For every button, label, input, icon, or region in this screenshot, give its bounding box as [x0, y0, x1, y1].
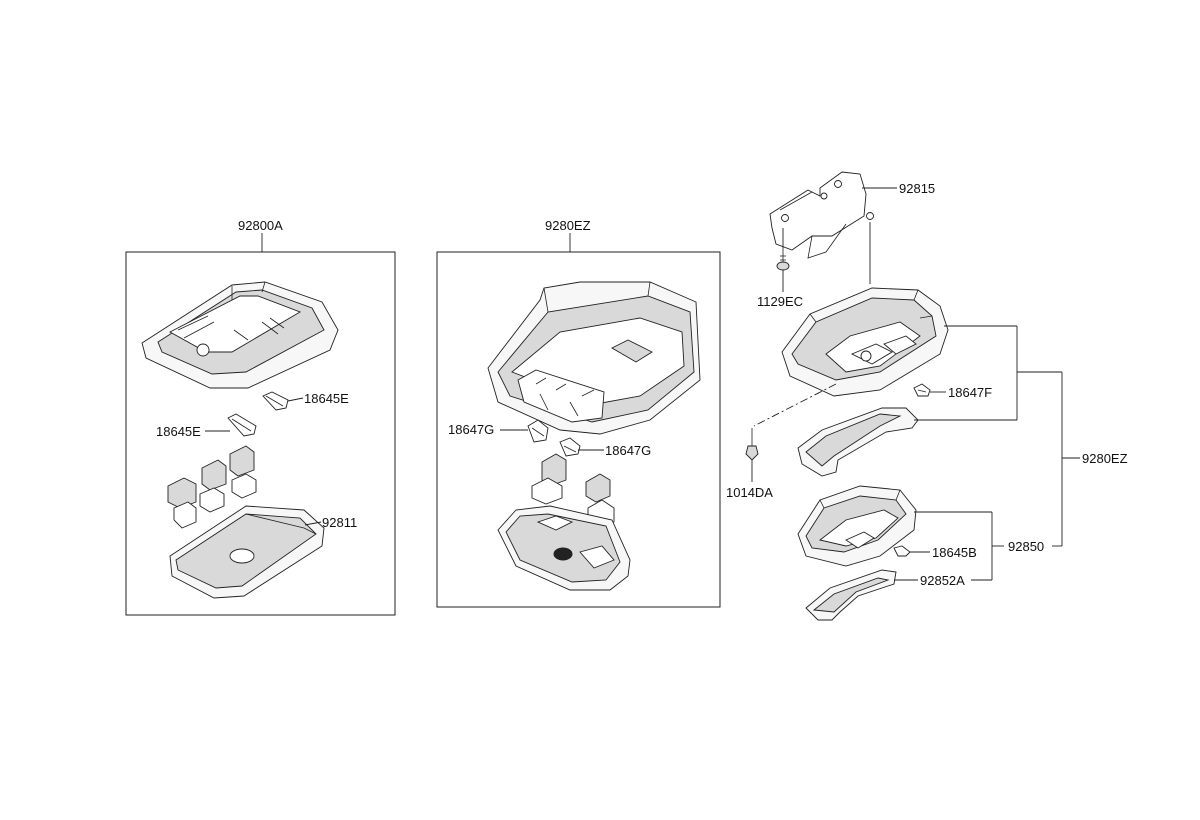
- clip-set: [167, 445, 257, 529]
- upper-console-housing: [781, 287, 949, 397]
- lower-lens-92852a: [805, 569, 897, 621]
- label-1129ec: 1129EC: [757, 294, 803, 309]
- label-18647g-right: 18647G: [605, 443, 651, 458]
- label-1014da: 1014DA: [726, 485, 773, 500]
- screw-1014da: [745, 428, 759, 461]
- lens-92811: [169, 505, 325, 599]
- bulb-18647f: [913, 383, 931, 397]
- overhead-console-housing: [141, 281, 339, 389]
- group-9280ez-right: [745, 171, 1080, 621]
- bulb-18645e-right: [262, 391, 289, 411]
- upper-lens: [797, 407, 919, 477]
- lens-9280ez: [497, 505, 631, 591]
- label-18647g-left: 18647G: [448, 422, 494, 437]
- bulb-18647g-left: [527, 419, 549, 443]
- label-18647f: 18647F: [948, 385, 992, 400]
- group-9280ez-frame: [436, 251, 721, 608]
- label-92815: 92815: [899, 181, 935, 196]
- label-18645b: 18645B: [932, 545, 977, 560]
- group-92800a-frame: [125, 251, 396, 616]
- bracket-92815: [769, 171, 874, 259]
- clip-set-middle: [531, 453, 615, 529]
- bulb-18645b: [893, 545, 911, 557]
- bulb-18645e-left: [227, 413, 257, 437]
- console-housing-9280ez: [487, 281, 701, 435]
- switch-knurl: [553, 547, 573, 561]
- label-18645e-left: 18645E: [156, 424, 201, 439]
- label-92850: 92850: [1008, 539, 1044, 554]
- group-92800a: [125, 233, 396, 616]
- label-9280ez-middle: 9280EZ: [545, 218, 591, 233]
- bulb-18647g-right: [559, 437, 581, 457]
- lower-console-housing-92850: [797, 485, 917, 567]
- bolt-1129ec: [776, 248, 790, 271]
- label-92852a: 92852A: [920, 573, 965, 588]
- label-18645e-right: 18645E: [304, 391, 349, 406]
- label-9280ez-right: 9280EZ: [1082, 451, 1128, 466]
- label-92800a: 92800A: [238, 218, 283, 233]
- label-92811: 92811: [322, 515, 357, 530]
- group-9280ez-middle: [436, 233, 721, 608]
- screw-dash-line: [753, 383, 837, 427]
